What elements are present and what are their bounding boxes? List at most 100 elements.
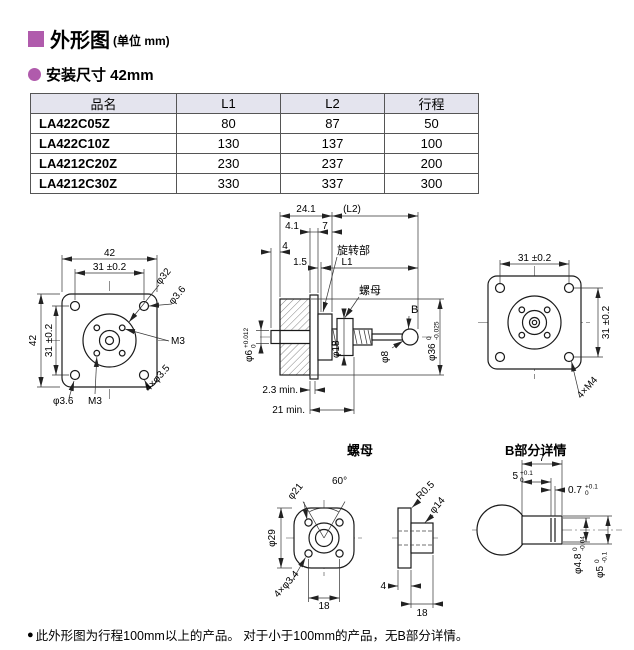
- cell-stroke: 300: [384, 173, 479, 194]
- dia-29-label: φ29: [267, 529, 278, 547]
- cell-product-name: LA4212C30Z: [30, 173, 177, 194]
- svg-text:-0.1: -0.1: [602, 551, 609, 563]
- dim-31-left: 31 ±0.2: [44, 323, 55, 357]
- col-header-stroke: 行程: [384, 93, 479, 114]
- cell-stroke: 200: [384, 153, 479, 174]
- nut-detail-drawing: 60° φ21 φ29 4×φ3.4 18 R0.5 φ14 4 18: [267, 476, 448, 619]
- col-header-l1: L1: [176, 93, 281, 114]
- footnote-text: 此外形图为行程100mm以上的产品。 对于小于100mm的产品，无B部分详情。: [35, 629, 469, 643]
- side-view-drawing: 24.1 (L2) 4.1 7 4 1.5 L1 旋转部 螺母 B φ6 +0.…: [243, 204, 444, 416]
- rear-dimension-lines: [500, 261, 601, 394]
- dim-31-right: 31 ±0.2: [601, 305, 612, 339]
- actuator-side-outline: [270, 294, 419, 380]
- cell-l2: 337: [280, 173, 385, 194]
- svg-text:-0.025: -0.025: [434, 321, 441, 340]
- svg-text:0: 0: [520, 477, 524, 484]
- section-marker-icon: [28, 30, 44, 47]
- svg-text:0: 0: [585, 490, 589, 497]
- nut-side-outline: [392, 507, 441, 569]
- dim-2-3-min: 2.3 min.: [262, 385, 298, 396]
- svg-text:φ4.8: φ4.8: [573, 553, 584, 574]
- dia-21-label: φ21: [286, 481, 306, 502]
- table-header-row: 品名 L1 L2 行程: [30, 93, 479, 114]
- dim-18-face: 18: [318, 601, 330, 612]
- front-dimension-lines: [38, 256, 173, 399]
- dim-42-top: 42: [104, 248, 116, 259]
- dia-4-8-label: φ4.8 0 -0.04: [572, 536, 587, 574]
- dim-42-left: 42: [28, 335, 39, 347]
- dim-7: 7: [322, 221, 328, 232]
- cell-l1: 130: [176, 133, 281, 154]
- table-row: LA422C05Z 80 87 50: [30, 113, 479, 134]
- dim-4: 4: [282, 241, 288, 252]
- front-view-drawing: 42 31 ±0.2 42 31 ±0.2 φ32 φ3.6 M3 φ3.6 M…: [28, 248, 189, 407]
- rear-view-drawing: 31 ±0.2 31 ±0.2 4×M4: [478, 253, 612, 401]
- nut-extension-lines: [277, 507, 434, 608]
- motor-front-outline: [61, 293, 158, 388]
- cell-product-name: LA422C10Z: [30, 133, 177, 154]
- rotating-part-label: 旋转部: [337, 243, 370, 257]
- mounting-size-label: 安装尺寸 42mm: [46, 67, 154, 84]
- cell-l2: 137: [280, 133, 385, 154]
- dim-5-label: 5 +0.1 0: [512, 470, 533, 484]
- dia-3-6-top-label: φ3.6: [167, 284, 189, 307]
- cell-l1: 80: [176, 113, 281, 134]
- product-table: 品名 L1 L2 行程 LA422C05Z 80 87 50 LA422C10Z…: [30, 93, 479, 194]
- nut-detail-title: 螺母: [347, 443, 374, 458]
- col-header-name: 品名: [30, 93, 177, 114]
- dim-21-min: 21 min.: [272, 405, 305, 416]
- footnote: ● 此外形图为行程100mm以上的产品。 对于小于100mm的产品，无B部分详情…: [27, 625, 468, 644]
- footnote-bullet-icon: ●: [27, 628, 34, 641]
- dia-14-label: φ14: [428, 495, 448, 516]
- angle-60-label: 60°: [332, 476, 347, 487]
- table-row: LA422C10Z 130 137 100: [30, 133, 479, 154]
- unit-note: (单位 mm): [113, 34, 170, 48]
- dim-4-side: 4: [380, 581, 386, 592]
- cell-l1: 330: [176, 173, 281, 194]
- svg-text:0: 0: [594, 559, 601, 563]
- b-detail-title: B部分详情: [505, 443, 567, 458]
- b-label: B: [411, 304, 418, 316]
- dim-18-side: 18: [416, 608, 428, 619]
- cell-product-name: LA422C05Z: [30, 113, 177, 134]
- dia-18-label: φ18: [331, 340, 342, 358]
- col-header-l2: L2: [280, 93, 385, 114]
- m3-bottom-label: M3: [88, 396, 102, 407]
- nut-label: 螺母: [359, 284, 381, 297]
- dia-8-label: φ8: [380, 351, 391, 363]
- cell-product-name: LA4212C20Z: [30, 153, 177, 174]
- svg-text:0: 0: [251, 344, 258, 348]
- cell-stroke: 50: [384, 113, 479, 134]
- dim-31-top: 31 ±0.2: [518, 253, 552, 264]
- svg-text:+0.1: +0.1: [585, 484, 598, 491]
- svg-text:5: 5: [512, 471, 518, 482]
- svg-text:+0.012: +0.012: [243, 328, 250, 348]
- b-dimension-lines: [522, 461, 611, 544]
- ball-end: [401, 328, 419, 346]
- side-extension-lines: [256, 212, 444, 414]
- svg-text:0: 0: [426, 336, 433, 340]
- dim-4-1: 4.1: [285, 221, 299, 232]
- dia-5-label: φ5 0 -0.1: [594, 551, 609, 578]
- cell-stroke: 100: [384, 133, 479, 154]
- nut-face-outline: [293, 501, 355, 569]
- dim-l2: (L2): [343, 204, 361, 215]
- holes-4xm4-label: 4×M4: [575, 375, 600, 401]
- b-detail-drawing: 7 5 +0.1 0 0.7 +0.1 0 φ4.8 0 -0.04 φ5 0 …: [472, 453, 622, 578]
- dia-36-label: φ36 0 -0.025: [426, 321, 441, 361]
- shaft-end-outline: [476, 504, 563, 556]
- page-title: 外形图: [50, 30, 110, 52]
- svg-text:0: 0: [572, 547, 579, 551]
- rod-outline: [371, 333, 404, 341]
- svg-text:0.7: 0.7: [568, 485, 582, 496]
- table-row: LA4212C20Z 230 237 200: [30, 153, 479, 174]
- side-dimension-lines: [258, 213, 443, 413]
- holes-4x3-4-label: 4×φ3.4: [272, 569, 302, 600]
- sub-header: 安装尺寸 42mm: [28, 64, 154, 85]
- dim-1-5: 1.5: [293, 257, 307, 268]
- dim-l1: L1: [341, 257, 353, 268]
- page-header: 外形图 (单位 mm): [28, 24, 170, 53]
- table-row: LA4212C30Z 330 337 300: [30, 173, 479, 194]
- cell-l2: 87: [280, 113, 385, 134]
- dim-31-top: 31 ±0.2: [93, 262, 127, 273]
